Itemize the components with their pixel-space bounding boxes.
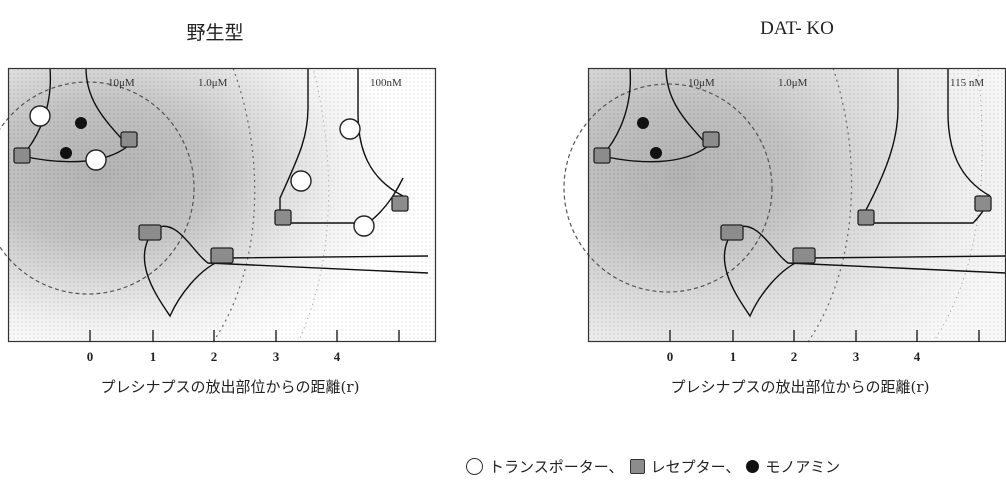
transporter — [353, 215, 375, 237]
postsynaptic-spine — [143, 227, 429, 318]
tick-label: 2 — [210, 349, 218, 364]
receptor — [391, 195, 409, 212]
tick-label: 3 — [852, 349, 860, 364]
diagram-dat-ko: 10μM 1.0μM 115 nM — [563, 67, 1006, 343]
receptor — [720, 224, 744, 241]
x-ticks — [669, 330, 980, 342]
receptor — [210, 247, 234, 264]
conc-label: 100nM — [370, 77, 402, 89]
monoamine-icon — [746, 460, 760, 473]
monoamine — [637, 117, 649, 129]
x-axis-label: プレシナプスの放出部位からの距離(r) — [100, 378, 360, 396]
diagram-wildtype: 10μM 1.0μM 100nM — [0, 67, 437, 343]
tick-label: 0 — [666, 349, 674, 364]
panel-title-dat-ko: DAT- KO — [760, 18, 834, 39]
monoamine — [75, 117, 87, 129]
tick-label: 2 — [790, 349, 798, 364]
legend-monoamine: モノアミン — [765, 458, 841, 476]
contour-100nM — [297, 67, 330, 343]
monoamine — [650, 147, 662, 159]
conc-label: 1.0μM — [198, 77, 228, 89]
receptor — [593, 147, 611, 164]
contour-10uM — [563, 83, 773, 293]
tick-label: 3 — [272, 349, 280, 364]
legend: トランスポーター、 レセプター、 モノアミン — [466, 456, 840, 477]
monoamine — [60, 147, 72, 159]
receptor — [702, 131, 720, 148]
receptor — [138, 224, 162, 241]
receptor — [974, 195, 992, 212]
conc-label: 1.0μM — [778, 77, 808, 89]
transporter — [29, 105, 51, 127]
legend-receptor: レセプター、 — [650, 458, 741, 476]
right-terminal — [279, 68, 404, 224]
receptor — [13, 147, 31, 164]
receptor-icon — [629, 459, 645, 474]
tick-label: 4 — [913, 349, 921, 364]
receptor — [120, 131, 138, 148]
contour-1uM — [212, 67, 256, 343]
transporter — [339, 118, 361, 140]
conc-label: 115 nM — [950, 77, 984, 89]
panel-title-wildtype: 野生型 — [186, 22, 244, 44]
legend-transporter: トランスポーター、 — [489, 458, 624, 476]
conc-label: 10μM — [688, 77, 715, 89]
x-ticks — [89, 330, 400, 342]
tick-label: 0 — [86, 349, 94, 364]
transporter — [85, 149, 107, 171]
receptor — [274, 209, 292, 226]
postsynaptic-spine — [723, 227, 1006, 318]
tick-label: 4 — [333, 349, 341, 364]
conc-label: 10μM — [108, 77, 135, 89]
transporter-icon — [466, 458, 483, 475]
transporter — [290, 170, 312, 192]
receptor — [792, 247, 816, 264]
contour-1uM — [807, 67, 853, 343]
x-axis-label: プレシナプスの放出部位からの距離(r) — [670, 378, 930, 396]
tick-label: 1 — [149, 349, 157, 364]
receptor — [857, 209, 875, 226]
tick-label: 1 — [729, 349, 737, 364]
